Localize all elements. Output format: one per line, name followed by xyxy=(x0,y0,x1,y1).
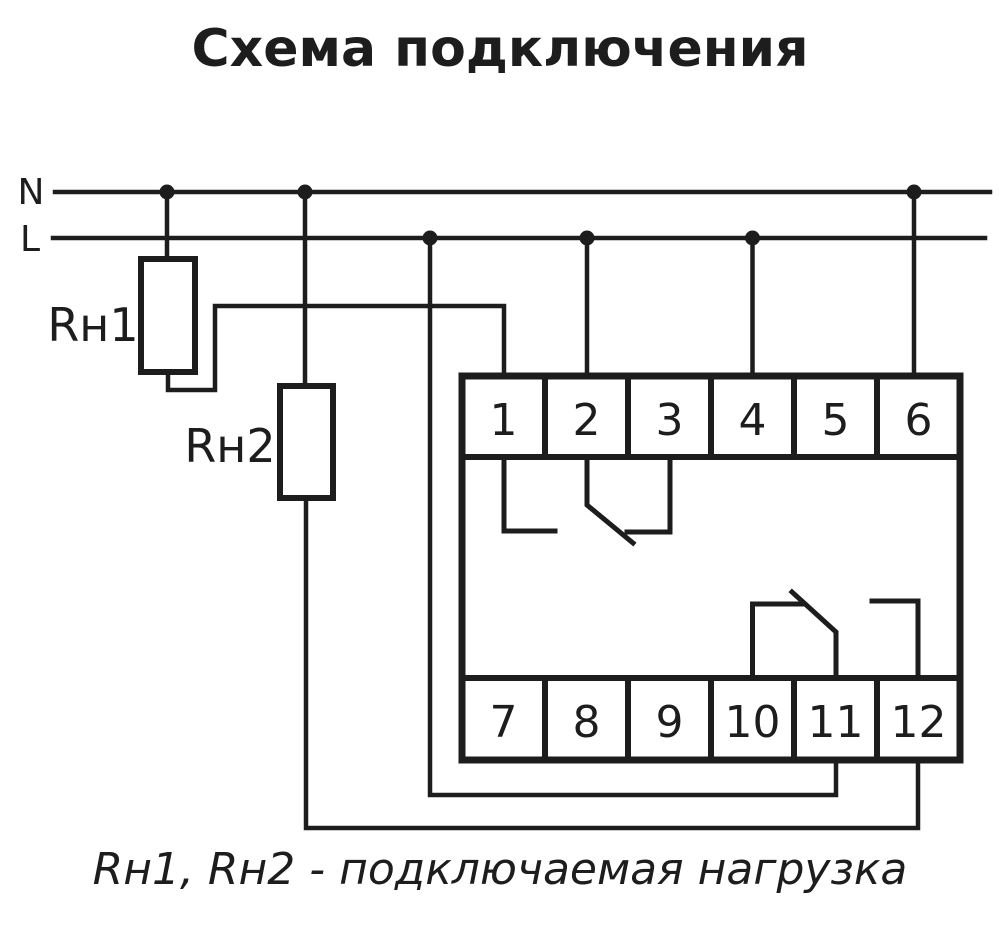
load2-resistor-body xyxy=(277,383,336,501)
line-bus-label: L xyxy=(20,219,40,260)
load-legend-caption: Rн1, Rн2 - подключаемая нагрузка xyxy=(93,844,908,895)
terminal-label-12: 12 xyxy=(891,697,947,748)
terminal-label-2: 2 xyxy=(573,395,601,446)
load2-label: Rн2 xyxy=(184,419,275,473)
terminal-label-9: 9 xyxy=(656,697,684,748)
terminal-label-7: 7 xyxy=(490,697,518,748)
terminal-label-11: 11 xyxy=(808,697,864,748)
line-to-terminal11-wire xyxy=(427,235,839,798)
terminal-label-4: 4 xyxy=(739,395,767,446)
relay-contact-1 xyxy=(501,454,673,547)
terminal-label-6: 6 xyxy=(905,395,933,446)
page-title: Схема подключения xyxy=(192,19,809,79)
terminal-label-3: 3 xyxy=(656,395,684,446)
terminal-label-1: 1 xyxy=(490,395,518,446)
load2-to-terminal12-wire xyxy=(303,495,921,831)
load1-to-terminal1-wire xyxy=(165,303,507,393)
relay-contact-2 xyxy=(750,588,921,681)
terminal-grid xyxy=(462,376,960,760)
terminal-label-10: 10 xyxy=(725,697,781,748)
terminal-label-8: 8 xyxy=(573,697,601,748)
neutral-bus-label: N xyxy=(18,172,45,213)
load1-resistor-body xyxy=(138,256,198,375)
load1-label: Rн1 xyxy=(47,298,138,352)
terminal-label-5: 5 xyxy=(822,395,850,446)
